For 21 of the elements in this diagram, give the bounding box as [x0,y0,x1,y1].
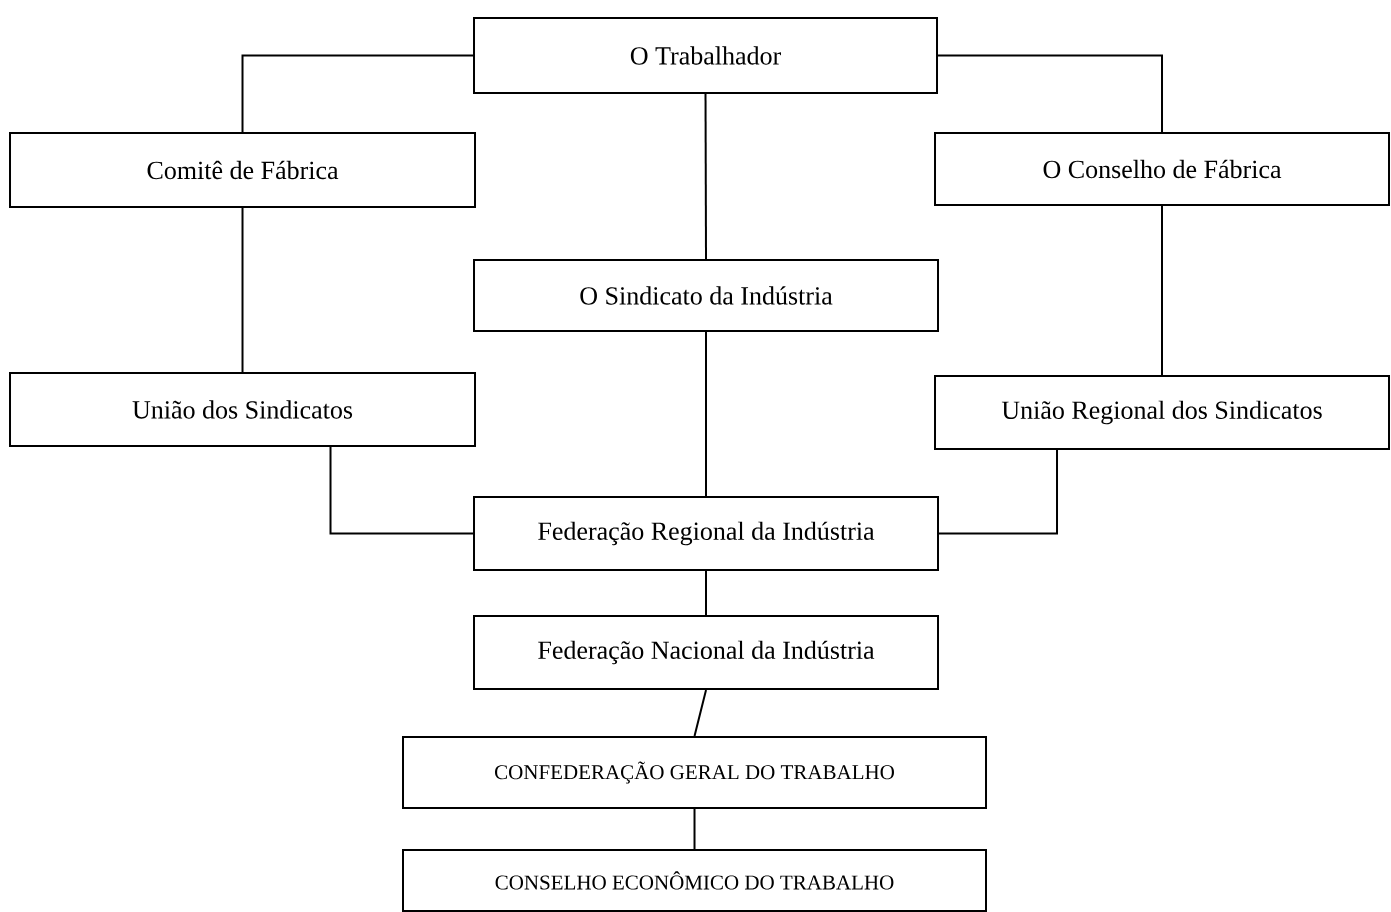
connector-line [1161,205,1163,376]
connector-line [705,570,707,616]
org-box: O Trabalhador [473,17,938,94]
org-box: União Regional dos Sindicatos [934,375,1390,450]
connector-line [938,449,1058,535]
connector-line [693,808,696,850]
org-box: CONFEDERAÇÃO GERAL DO TRABALHO [402,736,987,809]
connector-line [705,331,707,497]
org-box: O Sindicato da Indústria [473,259,939,332]
connector-line [693,689,707,737]
connector-line [241,207,244,373]
connector-line [241,54,474,133]
org-box: O Conselho de Fábrica [934,132,1390,206]
org-box: Federação Nacional da Indústria [473,615,939,690]
org-box: Federação Regional da Indústria [473,496,939,571]
org-box: Comitê de Fábrica [9,132,476,208]
connector-line [704,93,707,260]
connector-line [329,446,474,535]
org-box: CONSELHO ECONÔMICO DO TRABALHO [402,849,987,912]
connector-line [937,54,1163,133]
org-box: União dos Sindicatos [9,372,476,447]
